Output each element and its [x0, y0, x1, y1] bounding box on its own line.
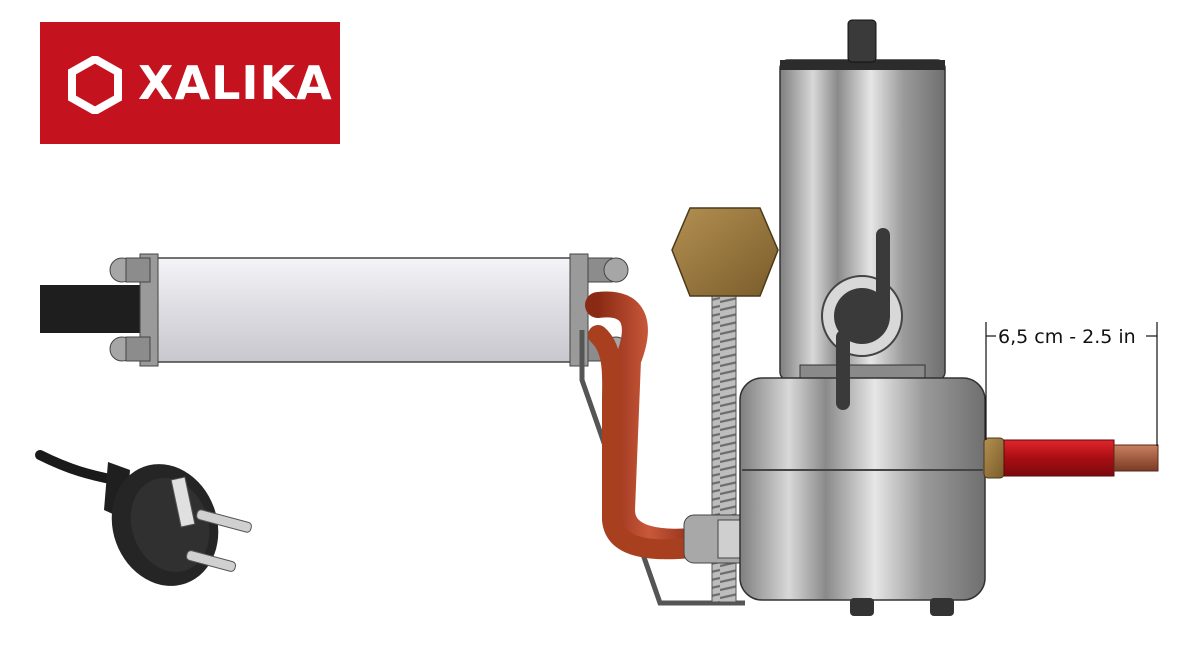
brand-logo: XALIKA	[40, 22, 340, 144]
logo-hexagon-icon	[68, 56, 122, 114]
power-plug-icon	[35, 450, 252, 586]
upper-cylinder	[779, 19, 946, 386]
lower-body	[739, 377, 986, 616]
dimension-label: 6,5 cm - 2.5 in	[998, 326, 1136, 348]
outlet-assembly	[983, 437, 1159, 479]
valve-lever	[821, 228, 903, 410]
logo-text: XALIKA	[138, 56, 333, 110]
brass-nut	[671, 207, 779, 297]
heater-tube	[109, 253, 629, 367]
dimension-lines	[985, 322, 1158, 446]
